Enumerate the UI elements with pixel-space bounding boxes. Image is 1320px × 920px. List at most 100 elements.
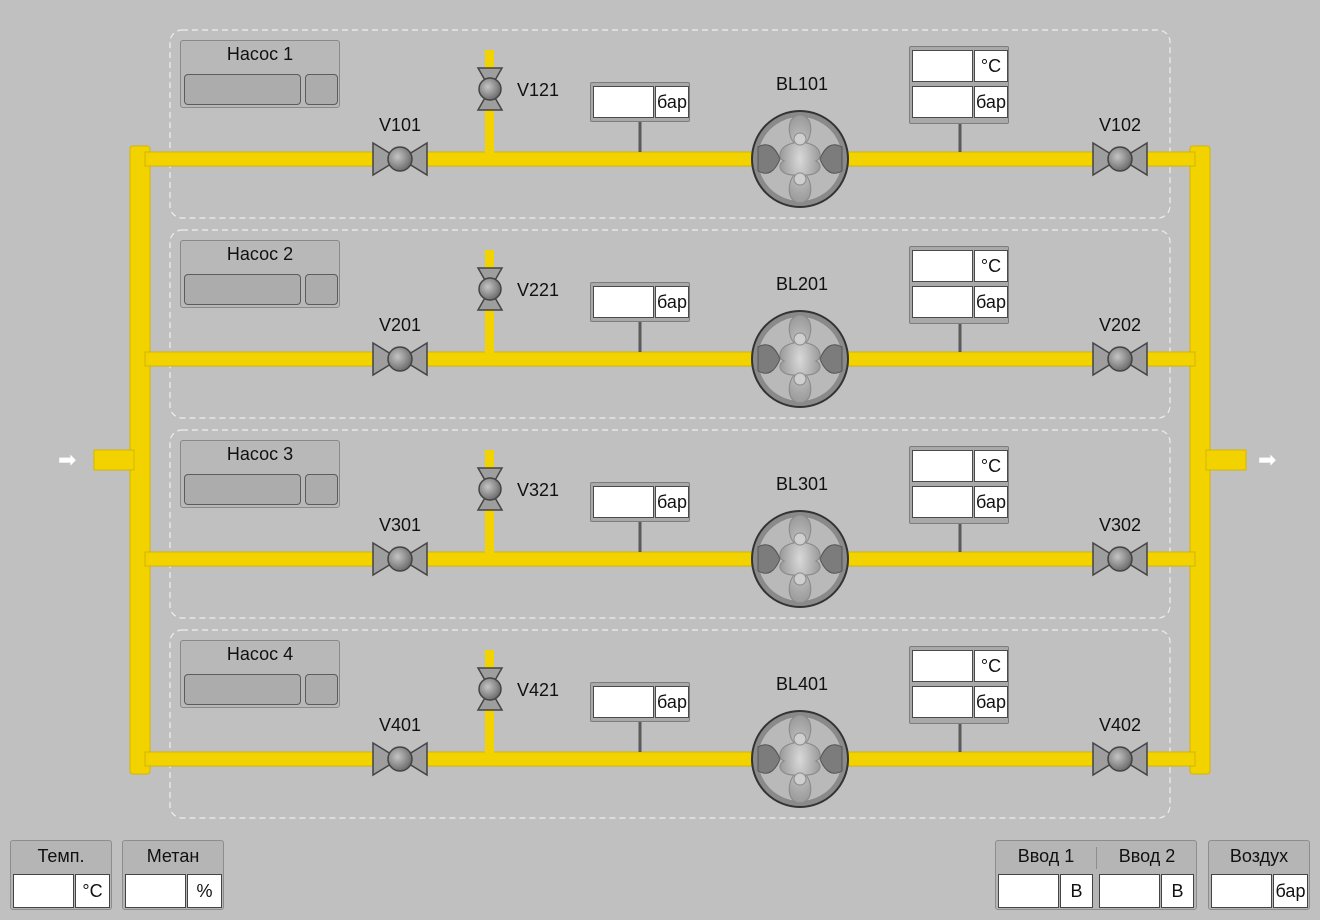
pump-1-mode-field[interactable] [305,74,338,105]
pump-3-inlet-pressure-unit: бар [655,486,689,518]
pump-4-outlet-temp-value [912,650,973,682]
pump-frame-2 [169,229,1171,419]
valve-v221-label: V221 [517,280,560,300]
temperature-title: Темп. [37,846,85,866]
pump-2-mode-field[interactable] [305,274,338,305]
valve-v201-label: V201 [379,315,422,335]
pump-2-outlet-temp-value [912,250,973,282]
pump-3-outlet-pressure-value [912,486,973,518]
valve-v301-icon[interactable] [372,542,428,576]
pump-3-mode-field[interactable] [305,474,338,505]
valve-v421-label: V421 [517,680,560,700]
pump-1-inlet-pressure-value [593,86,654,118]
pump-1-outlet-pressure-value [912,86,973,118]
pump-4-inlet-pressure-box: бар [590,682,690,722]
valve-v102-icon[interactable] [1092,142,1148,176]
pump-2-outlet-sensor-box: °C бар [909,246,1009,324]
pump-3-inlet-pressure-value [593,486,654,518]
input-1-title: Ввод 1 [1017,846,1075,866]
outlet-arrow-icon: ➡ [1258,447,1277,472]
line-pipe-1 [144,151,1196,167]
blower-bl301-label: BL301 [776,474,829,494]
outlet-stub-pipe [1205,449,1247,471]
air-panel: Воздух бар [1208,840,1310,910]
blower-bl301-icon[interactable] [751,510,849,608]
pump-3-panel[interactable]: Насос 3 [180,440,340,508]
valve-v402-icon[interactable] [1092,742,1148,776]
valve-v321-icon[interactable] [477,467,503,511]
valve-v121-icon[interactable] [477,67,503,111]
valve-v402-label: V402 [1099,715,1142,735]
valve-v102-label: V102 [1099,115,1142,135]
valve-v201-icon[interactable] [372,342,428,376]
air-unit: бар [1273,874,1308,908]
blower-bl201-label: BL201 [776,274,829,294]
temperature-value [13,874,74,908]
methane-value [125,874,186,908]
pump-1-outlet-temp-value [912,50,973,82]
pump-4-outlet-pressure-value [912,686,973,718]
pump-group-frames [169,29,1171,819]
methane-title: Метан [146,846,200,866]
pump-1-outlet-pressure-unit: бар [974,86,1008,118]
blower-bl401-icon[interactable] [751,710,849,808]
line-pipe-3 [144,551,1196,567]
pump-4-inlet-pressure-value [593,686,654,718]
input-1-value [998,874,1059,908]
pump-2-outlet-pressure-value [912,286,973,318]
power-input-panel: Ввод 1 Ввод 2 В В [995,840,1197,910]
pump-1-status-field[interactable] [184,74,301,105]
pump-frame-1 [169,29,1171,219]
valve-v302-label: V302 [1099,515,1142,535]
valve-v301-label: V301 [379,515,422,535]
air-value [1211,874,1272,908]
methane-panel: Метан % [122,840,224,910]
pump-3-status-field[interactable] [184,474,301,505]
blower-bl401-label: BL401 [776,674,829,694]
valve-v421-icon[interactable] [477,667,503,711]
pump-2-inlet-pressure-box: бар [590,282,690,322]
pump-3-outlet-temp-value [912,450,973,482]
valve-v401-icon[interactable] [372,742,428,776]
methane-unit: % [187,874,222,908]
blower-bl201-icon[interactable] [751,310,849,408]
pump-4-outlet-temp-unit: °C [974,650,1008,682]
inlet-arrow-icon: ➡ [58,447,77,472]
pump-2-inlet-pressure-value [593,286,654,318]
pump-1-title: Насос 1 [226,44,294,64]
air-title: Воздух [1229,846,1289,866]
input-divider [1096,847,1097,869]
pump-frame-3 [169,429,1171,619]
valve-v302-icon[interactable] [1092,542,1148,576]
valve-v202-icon[interactable] [1092,342,1148,376]
pump-3-outlet-temp-unit: °C [974,450,1008,482]
pump-4-outlet-pressure-unit: бар [974,686,1008,718]
pump-4-title: Насос 4 [226,644,294,664]
valve-v221-icon[interactable] [477,267,503,311]
valve-v101-icon[interactable] [372,142,428,176]
pump-3-title: Насос 3 [226,444,294,464]
pump-1-panel[interactable]: Насос 1 [180,40,340,108]
valve-v121-label: V121 [517,80,560,100]
valves-and-blowers [372,67,1148,808]
pump-3-outlet-sensor-box: °C бар [909,446,1009,524]
pump-4-panel[interactable]: Насос 4 [180,640,340,708]
line-pipe-4 [144,751,1196,767]
pump-3-outlet-pressure-unit: бар [974,486,1008,518]
pump-4-mode-field[interactable] [305,674,338,705]
pump-4-inlet-pressure-unit: бар [655,686,689,718]
pump-frame-4 [169,629,1171,819]
blower-bl101-label: BL101 [776,74,829,94]
valve-v101-label: V101 [379,115,422,135]
pump-1-inlet-pressure-box: бар [590,82,690,122]
pump-4-status-field[interactable] [184,674,301,705]
line-pipe-2 [144,351,1196,367]
blower-bl101-icon[interactable] [751,110,849,208]
pump-2-panel[interactable]: Насос 2 [180,240,340,308]
pump-2-status-field[interactable] [184,274,301,305]
inlet-stub-pipe [93,449,135,471]
valve-v401-label: V401 [379,715,422,735]
valve-v202-label: V202 [1099,315,1142,335]
